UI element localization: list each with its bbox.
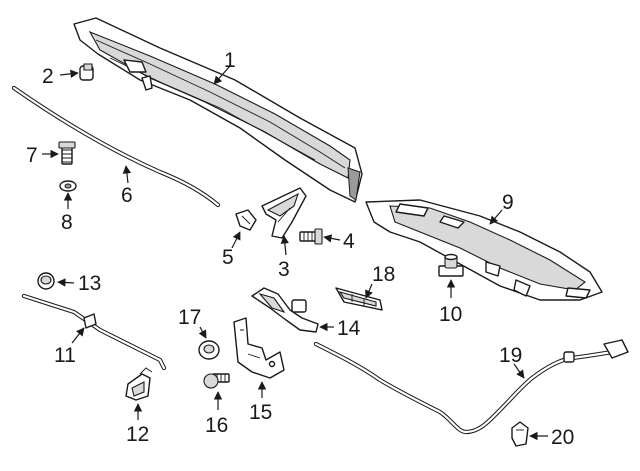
callout-17: 17 (178, 306, 201, 329)
callout-5: 5 (222, 246, 234, 269)
part-8-washer (59, 180, 77, 192)
callout-4: 4 (343, 230, 355, 253)
part-10-stud (438, 253, 464, 277)
callout-15: 15 (249, 401, 272, 424)
callout-9: 9 (502, 191, 514, 214)
part-13-grommet (37, 272, 55, 290)
part-14-latch (251, 287, 319, 333)
part-5-clip (235, 209, 257, 231)
callout-19: 19 (499, 344, 522, 367)
callout-8: 8 (61, 211, 73, 234)
part-4-bolt (299, 228, 323, 245)
callout-16: 16 (205, 414, 228, 437)
part-17-nut (198, 340, 220, 360)
part-18-bracket (335, 287, 383, 311)
part-9-panel (365, 199, 603, 301)
callout-3: 3 (278, 258, 290, 281)
part-1-hood-panel (73, 17, 363, 203)
part-6-weatherstrip (11, 85, 221, 208)
part-15-latch-bracket (233, 317, 285, 379)
part-16-bolt (203, 373, 230, 389)
callout-12: 12 (126, 423, 149, 446)
callout-numbers: 1 2 3 4 5 6 7 8 9 10 11 12 13 14 15 16 1… (26, 49, 574, 449)
part-20-clip (511, 421, 529, 447)
part-7-bolt (58, 141, 76, 165)
callout-10: 10 (439, 303, 462, 326)
callout-6: 6 (121, 184, 133, 207)
callout-14: 14 (337, 317, 361, 340)
callout-18: 18 (372, 263, 395, 286)
part-2-bumper (79, 63, 94, 81)
part-19-release-cable (313, 339, 629, 435)
part-11-rod (21, 293, 167, 371)
callout-2: 2 (42, 65, 54, 88)
callout-1: 1 (224, 49, 236, 72)
part-3-bracket (261, 187, 307, 239)
callout-11: 11 (54, 344, 76, 367)
callout-13: 13 (78, 272, 101, 295)
part-12-bracket (125, 367, 153, 401)
callout-20: 20 (551, 426, 574, 449)
callout-7: 7 (26, 144, 38, 167)
leader-lines (42, 65, 548, 441)
